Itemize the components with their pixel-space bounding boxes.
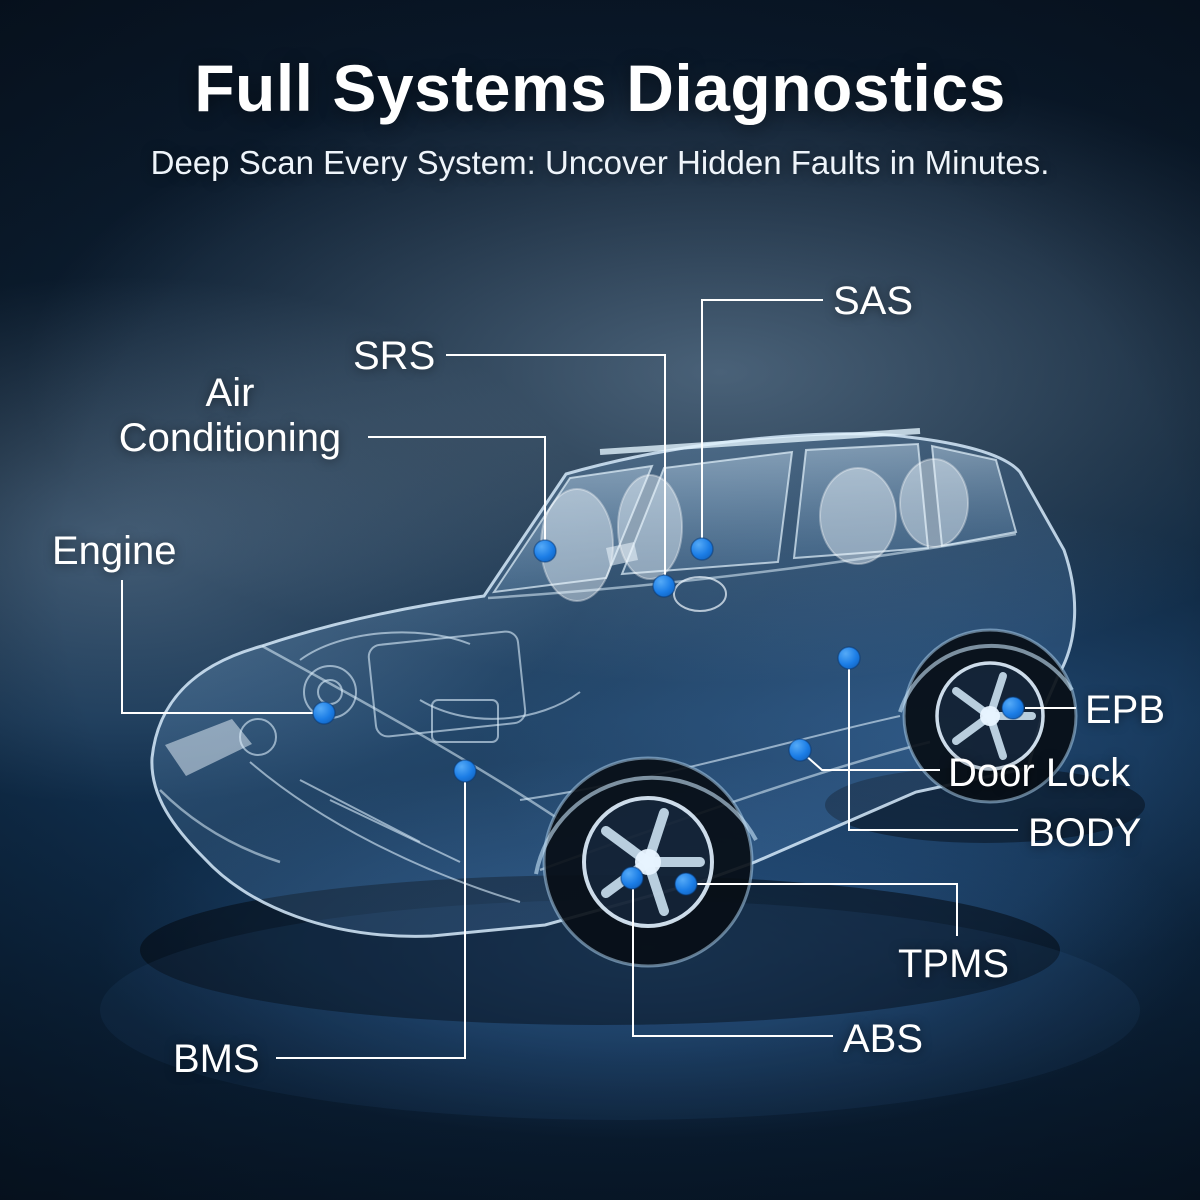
callout-label-sas: SAS	[833, 279, 914, 323]
callout-label-bms: BMS	[173, 1037, 260, 1081]
callout-line-bms	[276, 782, 466, 1059]
callout-line-tpms	[697, 883, 958, 936]
callout-dot-abs	[620, 866, 644, 890]
header: Full Systems Diagnostics Deep Scan Every…	[0, 50, 1200, 182]
callout-dot-air-conditioning	[533, 539, 557, 563]
callout-dot-tpms	[674, 872, 698, 896]
callout-label-engine: Engine	[52, 529, 177, 573]
callout-dot-sas	[690, 537, 714, 561]
callout-line-door-lock	[804, 754, 940, 771]
callout-dot-srs	[652, 574, 676, 598]
callout-line-body	[848, 668, 1018, 831]
callout-dot-body	[837, 646, 861, 670]
callout-line-srs	[446, 354, 666, 577]
callout-label-epb: EPB	[1085, 688, 1166, 732]
page-title: Full Systems Diagnostics	[194, 51, 1006, 125]
callout-label-air-conditioning: Air Conditioning	[118, 371, 342, 460]
callout-label-tpms: TPMS	[898, 942, 1010, 986]
callout-dot-engine	[312, 701, 336, 725]
callout-label-door-lock: Door Lock	[948, 751, 1131, 795]
callout-dot-epb	[1001, 696, 1025, 720]
callout-line-sas	[701, 299, 823, 540]
callout-line-engine	[121, 580, 313, 714]
callout-line-air-conditioning	[368, 436, 546, 541]
callout-label-body: BODY	[1028, 811, 1142, 855]
callout-dot-bms	[453, 759, 477, 783]
callout-dot-door-lock	[788, 738, 812, 762]
callout-line-abs	[632, 889, 833, 1037]
page-subtitle: Deep Scan Every System: Uncover Hidden F…	[150, 144, 1050, 181]
callout-label-abs: ABS	[843, 1017, 924, 1061]
